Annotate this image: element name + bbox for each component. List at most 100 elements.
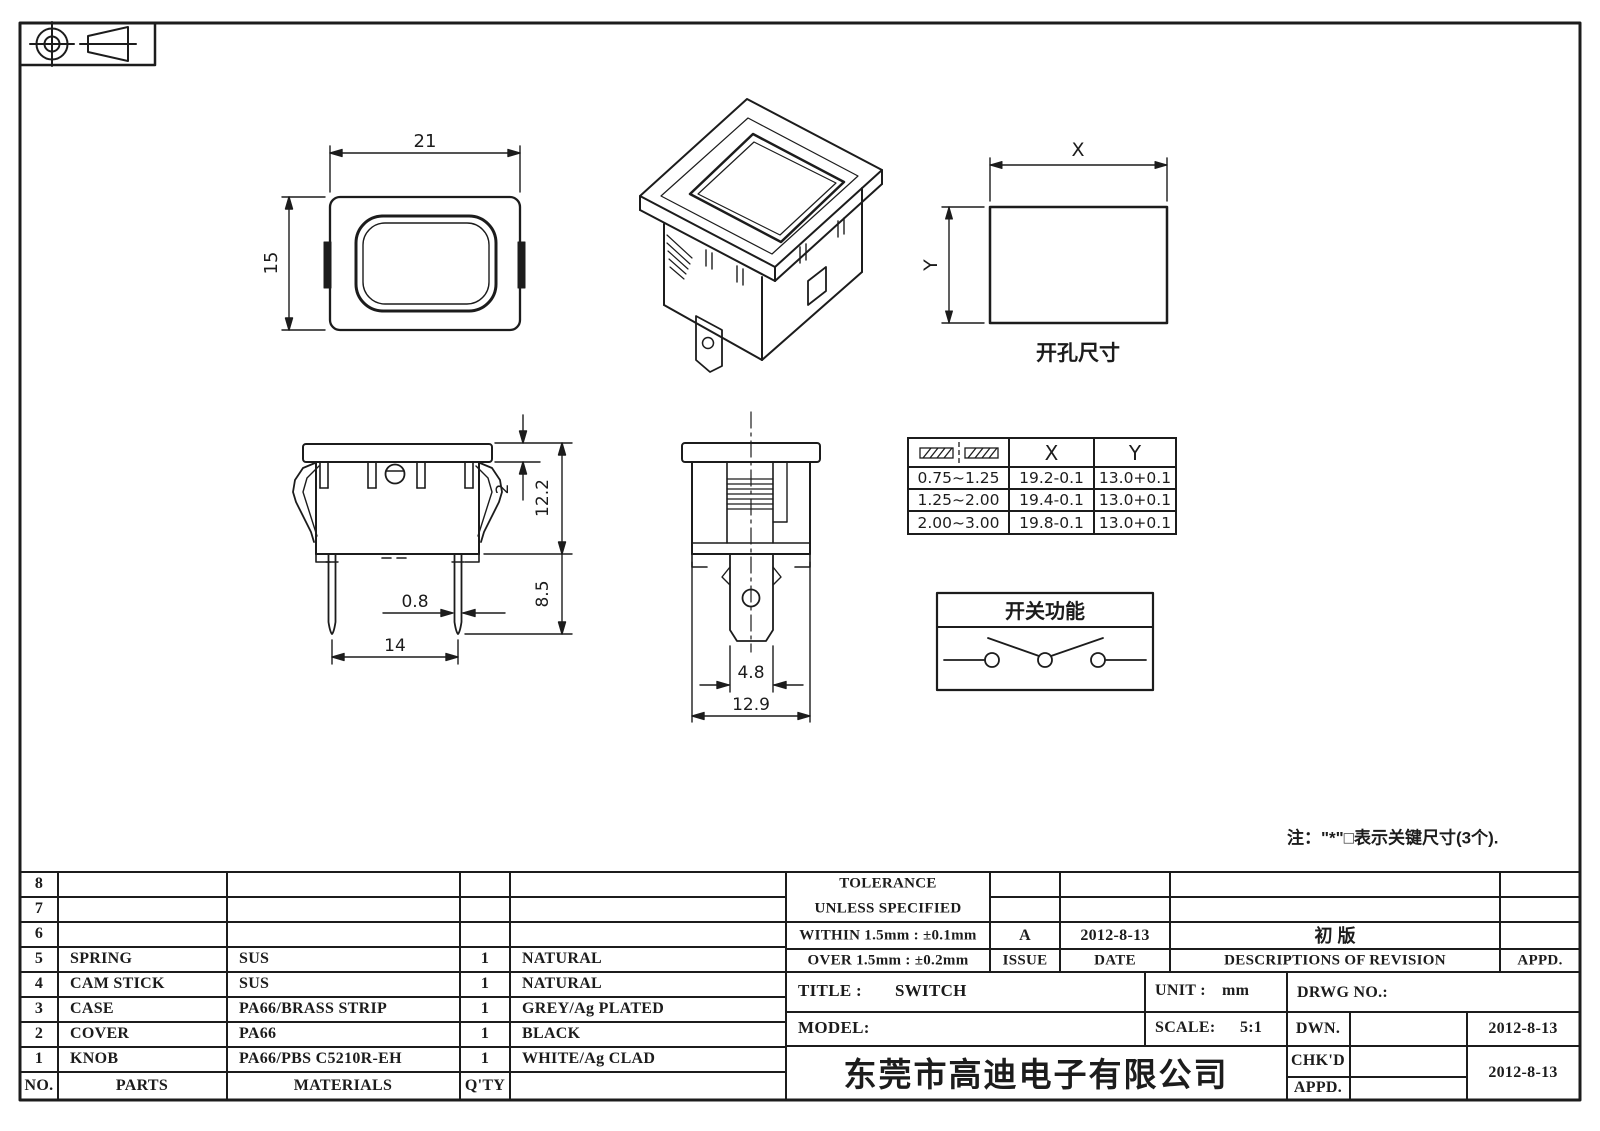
hole-size-table: X Y 0.75~1.25 19.2-0.1 13.0+0.1 1.25~2.0… xyxy=(907,437,1177,535)
part-qty: 1 xyxy=(480,1050,490,1067)
parts-header-parts: PARTS xyxy=(115,1077,169,1094)
drwg-no-label: DRWG NO.: xyxy=(1297,984,1389,1001)
isometric-view xyxy=(639,98,883,373)
revision-issue-value: A xyxy=(1019,927,1031,944)
part-name: CASE xyxy=(70,1000,114,1017)
dwn-label: DWN. xyxy=(1295,1020,1341,1037)
revision-issue-label: ISSUE xyxy=(1002,952,1048,969)
parts-header-qty: Q'TY xyxy=(464,1077,506,1094)
appd-label: APPD. xyxy=(1293,1079,1343,1096)
dim-terminal-pitch: 14 xyxy=(384,636,406,656)
rocker-hatching xyxy=(666,234,693,280)
hole-table-cell: 13.0+0.1 xyxy=(1095,490,1175,512)
tolerance-within: WITHIN 1.5mm : ±0.1mm xyxy=(799,927,977,944)
part-finish: GREY/Ag PLATED xyxy=(522,1000,665,1017)
part-no: 5 xyxy=(34,950,44,967)
revision-date-value: 2012-8-13 xyxy=(1080,927,1150,944)
key-dimension-note: 注："*"□表示关键尺寸(3个). xyxy=(1287,828,1499,848)
cutout-caption: 开孔尺寸 xyxy=(1036,341,1120,365)
title-label: TITLE : xyxy=(798,981,862,1000)
dim-terminal-thickness: 0.8 xyxy=(401,592,428,612)
part-material: SUS xyxy=(239,950,270,967)
part-material: PA66/PBS C5210R-EH xyxy=(239,1050,402,1067)
part-finish: NATURAL xyxy=(522,950,603,967)
part-name: CAM STICK xyxy=(70,975,165,992)
part-no: 4 xyxy=(34,975,44,992)
hole-table-cell: 19.8-0.1 xyxy=(1010,512,1095,533)
dim-front-width: 21 xyxy=(414,131,437,152)
unit-label: UNIT : xyxy=(1155,982,1206,999)
part-qty: 1 xyxy=(480,1025,490,1042)
parts-header-no: NO. xyxy=(24,1077,54,1094)
part-no: 2 xyxy=(34,1025,44,1042)
part-name: KNOB xyxy=(70,1050,119,1067)
part-material: SUS xyxy=(239,975,270,992)
part-name: SPRING xyxy=(70,950,133,967)
hole-table-cell: 1.25~2.00 xyxy=(909,490,1010,512)
part-material: PA66 xyxy=(239,1025,277,1042)
parts-header-materials: MATERIALS xyxy=(293,1077,393,1094)
part-no: 8 xyxy=(34,875,44,892)
dim-front-height: 15 xyxy=(261,252,282,275)
part-finish: WHITE/Ag CLAD xyxy=(522,1050,656,1067)
panel-thickness-symbol-cell xyxy=(909,439,1010,468)
revision-date-label: DATE xyxy=(1094,952,1136,969)
flange-posts xyxy=(705,217,845,286)
profile-view xyxy=(681,411,821,653)
dim-cutout-x: X xyxy=(1071,139,1084,161)
part-qty: 1 xyxy=(480,950,490,967)
revision-description-value: 初 版 xyxy=(1314,926,1356,946)
dim-total-height: 12.2 xyxy=(533,479,553,517)
third-angle-projection-icon xyxy=(29,21,137,67)
revision-description-label: DESCRIPTIONS OF REVISION xyxy=(1224,952,1446,969)
part-material: PA66/BRASS STRIP xyxy=(239,1000,388,1017)
hole-table-cell: 19.2-0.1 xyxy=(1010,468,1095,490)
dim-terminal-width: 4.8 xyxy=(737,663,764,683)
revision-appd-label: APPD. xyxy=(1517,952,1563,969)
panel-cutout-view xyxy=(941,157,1169,325)
spdt-circuit-icon xyxy=(943,637,1147,668)
part-no: 1 xyxy=(34,1050,44,1067)
hole-table-cell: 13.0+0.1 xyxy=(1098,513,1172,532)
hole-table-header-x: X xyxy=(1010,439,1095,468)
part-finish: NATURAL xyxy=(522,975,603,992)
dim-cutout-y: Y xyxy=(920,259,942,272)
part-qty: 1 xyxy=(480,1000,490,1017)
part-finish: BLACK xyxy=(522,1025,581,1042)
model-label: MODEL: xyxy=(798,1018,870,1037)
title-value: SWITCH xyxy=(895,981,967,1000)
scale-label: SCALE: xyxy=(1155,1019,1216,1036)
dim-terminal-length: 8.5 xyxy=(533,580,553,607)
switch-function-box xyxy=(935,591,1155,692)
spring-hatching xyxy=(726,478,774,510)
panel-thickness-icon xyxy=(918,441,999,464)
company-name: 东莞市高迪电子有限公司 xyxy=(843,1056,1229,1093)
part-no: 3 xyxy=(34,1000,44,1017)
front-view xyxy=(323,195,526,332)
side-view xyxy=(292,443,503,635)
hole-table-cell: 0.75~1.25 xyxy=(909,468,1010,490)
hole-table-cell: 13.0+0.1 xyxy=(1095,468,1175,490)
dim-flange-thickness: 2 xyxy=(493,484,513,495)
switch-function-title: 开关功能 xyxy=(1005,599,1085,623)
hole-table-cell: 19.4-0.1 xyxy=(1010,490,1095,512)
chkd-appd-date: 2012-8-13 xyxy=(1488,1064,1558,1081)
hole-table-header-y: Y xyxy=(1095,439,1175,468)
sheet-border xyxy=(18,21,1582,1102)
side-view-dimensions xyxy=(331,414,573,665)
tolerance-line1: TOLERANCE xyxy=(839,875,937,892)
dim-body-width: 12.9 xyxy=(732,695,770,715)
part-no: 7 xyxy=(34,900,44,917)
tolerance-over: OVER 1.5mm : ±0.2mm xyxy=(807,952,969,969)
bottom-block-grid xyxy=(19,871,1581,1101)
scale-value: 5:1 xyxy=(1240,1019,1263,1036)
chkd-label: CHK'D xyxy=(1291,1052,1345,1069)
front-view-dimensions xyxy=(281,145,521,331)
hole-table-cell: 2.00~3.00 xyxy=(909,512,1010,533)
part-qty: 1 xyxy=(480,975,490,992)
tolerance-line2: UNLESS SPECIFIED xyxy=(814,900,962,917)
unit-value: mm xyxy=(1222,982,1250,999)
part-no: 6 xyxy=(34,925,44,942)
